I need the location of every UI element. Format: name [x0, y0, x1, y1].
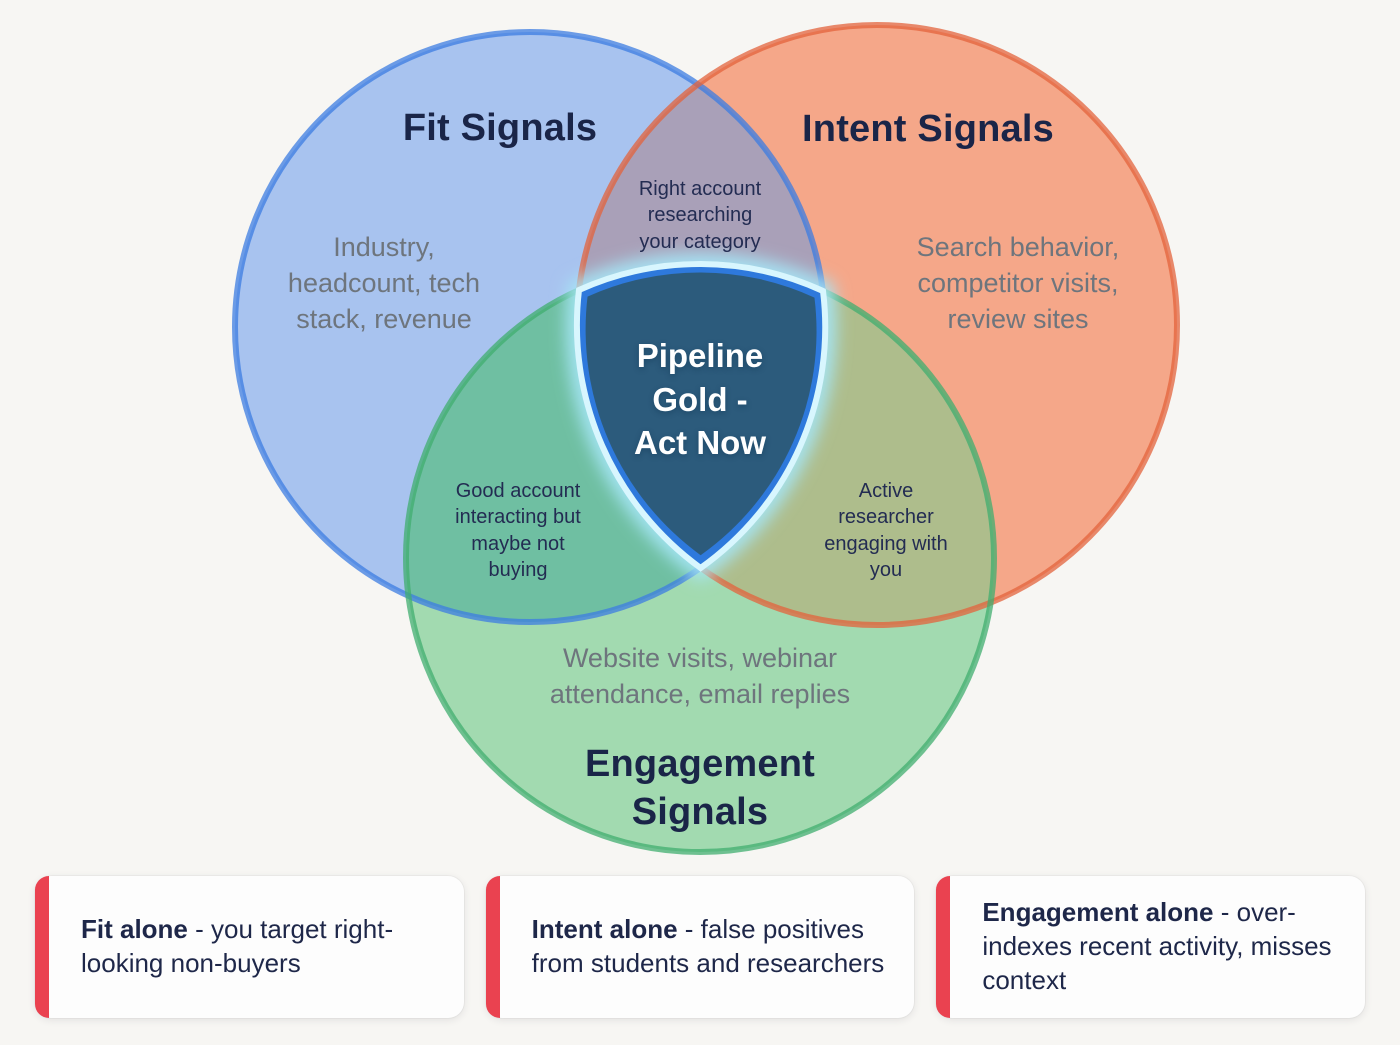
intent-engagement-text: Active researcher engaging with you — [824, 480, 948, 582]
center-shield — [585, 272, 817, 556]
red-accent-bar — [485, 876, 500, 1018]
fit-alone-lead: Fit alone — [81, 914, 188, 945]
fit-title: Fit Signals — [402, 107, 598, 149]
summary-cards-row: Fit alone - you target right-looking non… — [35, 876, 1366, 1018]
intent-title: Intent Signals — [802, 108, 1054, 150]
intent-alone-lead: Intent alone — [531, 914, 678, 945]
engagement-title: Engagement Signals — [584, 743, 816, 833]
engagement-alone-text: Engagement alone - over-indexes recent a… — [982, 896, 1339, 997]
engagement-alone-rest: - over-indexes recent activity, misses c… — [982, 897, 1332, 995]
red-accent-bar — [936, 876, 951, 1018]
engagement-description: Website visits, webinar attendance, emai… — [549, 643, 851, 709]
engagement-alone-lead: Engagement alone — [982, 897, 1214, 928]
fit-alone-card: Fit alone - you target right-looking non… — [35, 876, 464, 1018]
intent-alone-text: Intent alone - false positives from stud… — [532, 913, 889, 981]
engagement-alone-card: Engagement alone - over-indexes recent a… — [936, 876, 1366, 1018]
fit-alone-rest: - you target right-looking non-buyers — [81, 914, 394, 978]
center-shield-text: Pipeline Gold - Act Now — [634, 337, 766, 462]
fit-description: Industry, headcount, tech stack, revenue — [287, 232, 481, 334]
fit-intent-text: Right account researching your category — [638, 178, 762, 253]
fit-alone-text: Fit alone - you target right-looking non… — [81, 913, 438, 981]
fit-engagement-text: Good account interacting but maybe not b… — [455, 480, 581, 582]
intent-description: Search behavior, competitor visits, revi… — [916, 232, 1120, 334]
intent-alone-rest: - false positives from students and rese… — [531, 914, 885, 978]
red-accent-bar — [35, 876, 49, 1018]
intent-alone-card: Intent alone - false positives from stud… — [485, 876, 915, 1018]
